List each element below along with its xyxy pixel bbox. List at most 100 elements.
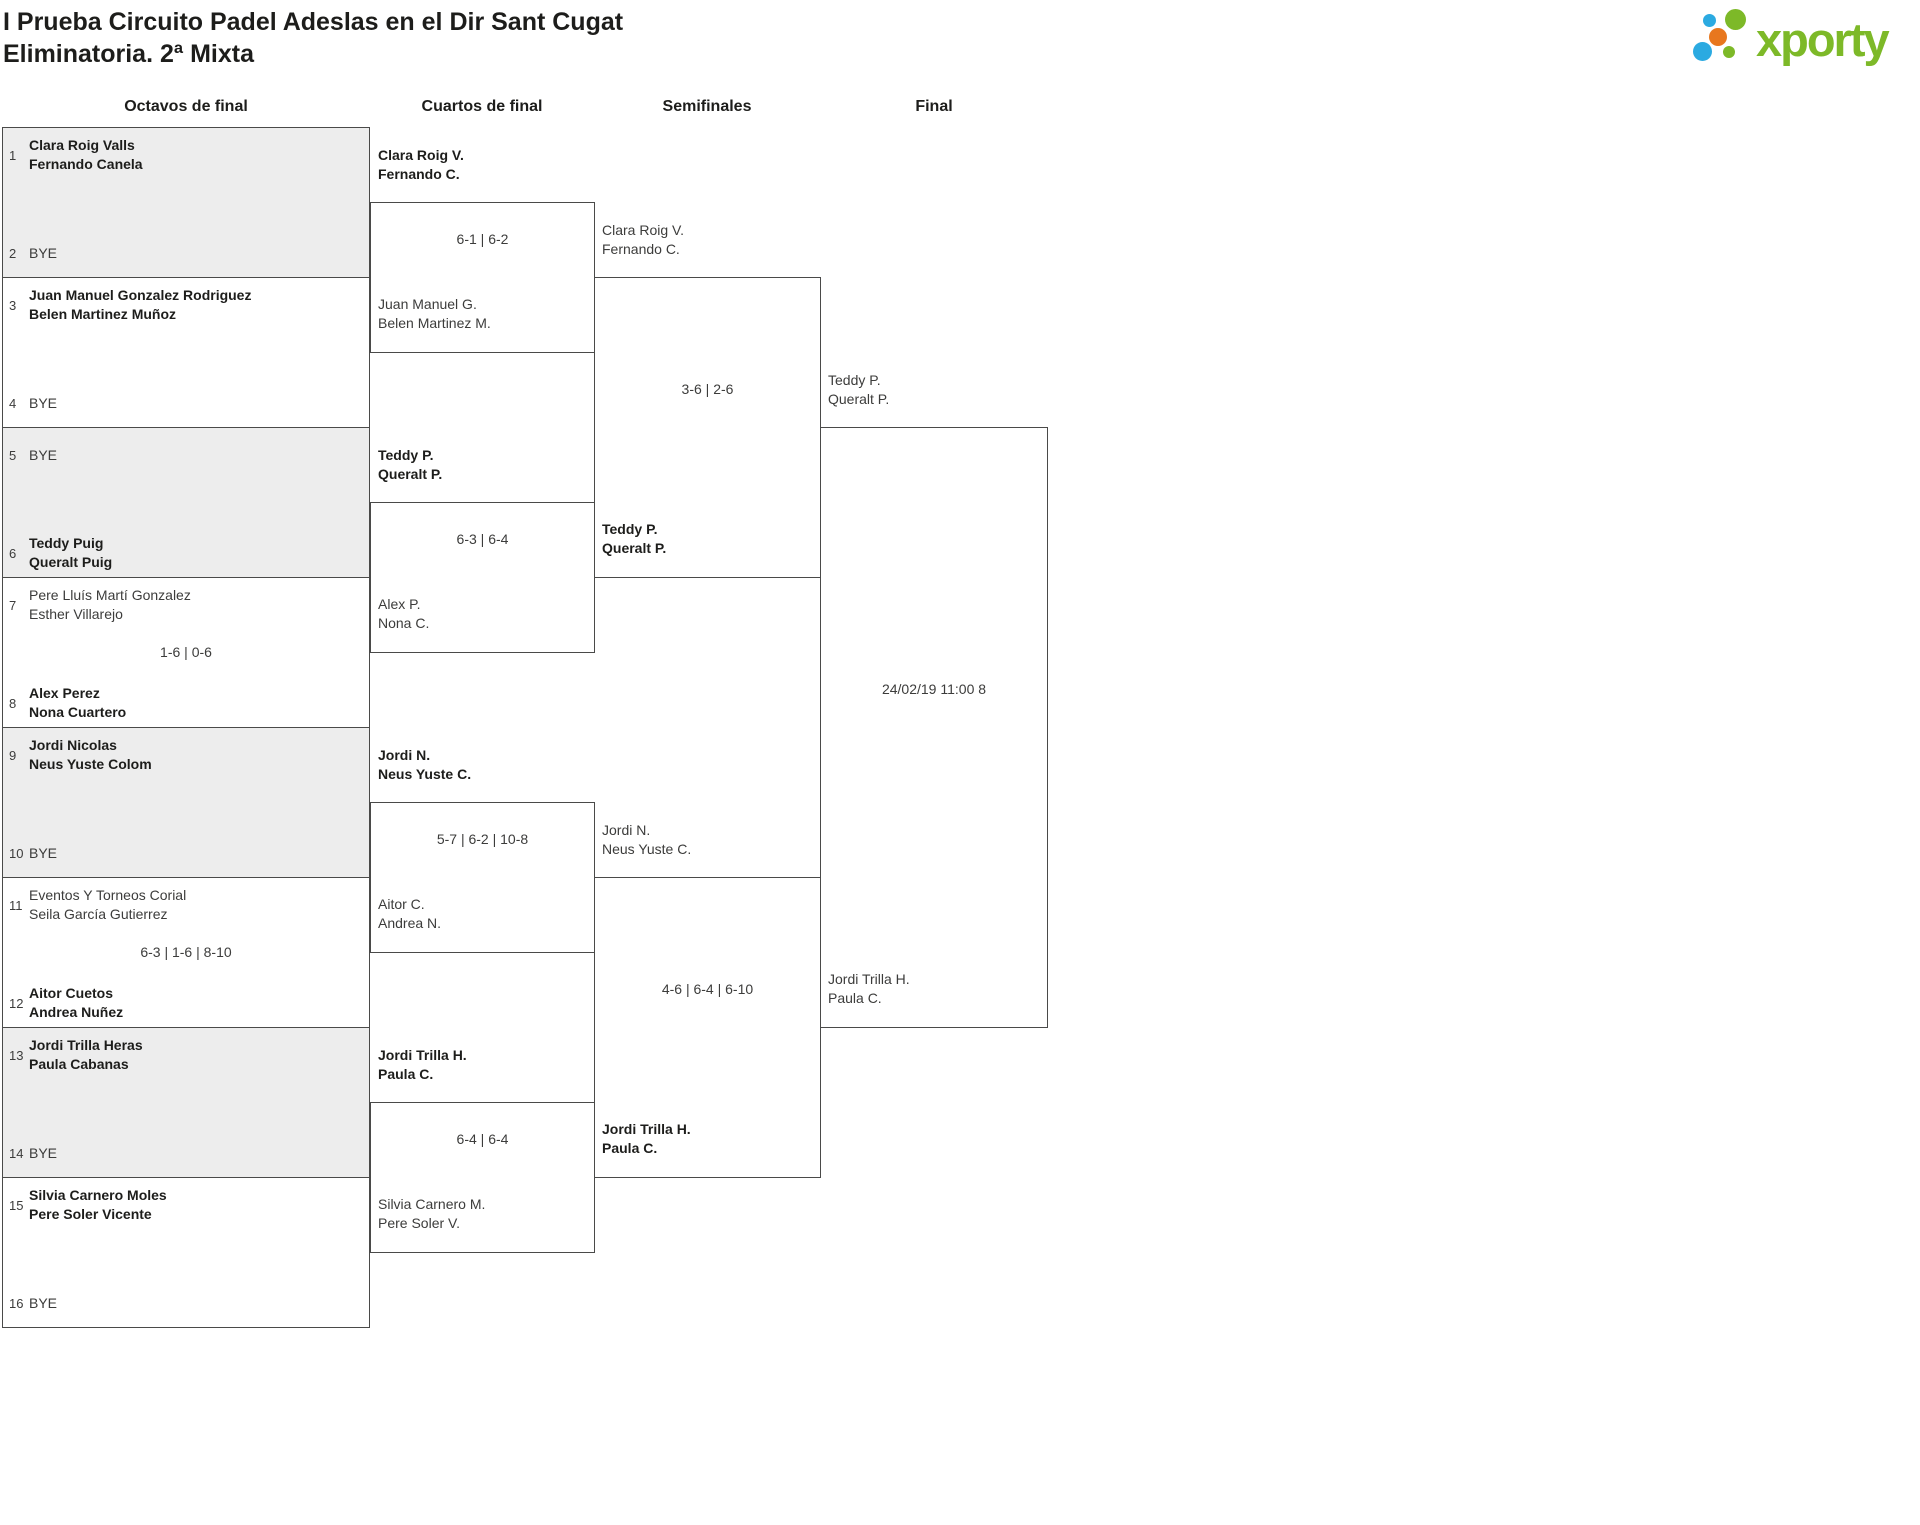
r16-slot-14: 14 BYE [3, 1131, 369, 1175]
qf4-participant-2: Silvia Carnero M. Pere Soler V. [378, 1195, 485, 1233]
team-name: Belen Martinez Muñoz [29, 306, 177, 322]
seed-number: 9 [9, 747, 17, 763]
match-score: 6-1 | 6-2 [456, 231, 509, 247]
team-name: Queralt P. [378, 466, 443, 482]
team-name: Andrea Nuñez [29, 1004, 124, 1020]
team-name: Clara Roig V. [378, 147, 464, 163]
r16-slot-10: 10 BYE [3, 831, 369, 875]
match-score: 6-3 | 6-4 [456, 531, 509, 547]
team-name: Jordi Trilla H. [602, 1121, 691, 1137]
team-name: Eventos Y Torneos Corial [29, 887, 187, 903]
qf2-participant-1: Teddy P. Queralt P. [378, 446, 442, 484]
qf1-participant-1: Clara Roig V. Fernando C. [378, 146, 464, 184]
team-name: Jordi N. [378, 747, 431, 763]
seed-number: 8 [9, 695, 17, 711]
team-name: Pere Soler Vicente [29, 1206, 152, 1222]
qf-match-2: Teddy P. Queralt P. 6-3 | 6-4 Alex P. No… [370, 447, 595, 653]
logo-dot-blue-small [1703, 14, 1716, 27]
logo-dot-green-small [1723, 46, 1735, 58]
team-name: Neus Yuste C. [378, 766, 472, 782]
team-name: Jordi Trilla H. [828, 971, 910, 987]
match-score: 4-6 | 6-4 | 6-10 [661, 981, 754, 997]
team-name: Belen Martinez M. [378, 315, 491, 331]
sf2-participant-1: Jordi N. Neus Yuste C. [602, 821, 691, 859]
seed-number: 7 [9, 597, 17, 613]
team-name: Alex Perez [29, 685, 100, 701]
team-name: Paula C. [378, 1066, 434, 1082]
team-name: BYE [29, 844, 58, 861]
team-name: Nona C. [378, 615, 430, 631]
team-name: Andrea N. [378, 915, 442, 931]
qf-match-1: Clara Roig V. Fernando C. 6-1 | 6-2 Juan… [370, 147, 595, 353]
page-title: I Prueba Circuito Padel Adeslas en el Di… [3, 8, 624, 36]
sf1-participant-2: Teddy P. Queralt P. [602, 520, 666, 558]
sf-match-2: Jordi N. Neus Yuste C. 4-6 | 6-4 | 6-10 … [594, 822, 821, 1178]
team-name: BYE [29, 1294, 58, 1311]
logo-wordmark: xporty [1756, 13, 1890, 66]
match-schedule: 24/02/19 11:00 8 [881, 681, 987, 697]
round-header-cuartos: Cuartos de final [421, 98, 543, 115]
qf-match-3: Jordi N. Neus Yuste C. 5-7 | 6-2 | 10-8 … [370, 747, 595, 953]
team-name: Neus Yuste Colom [29, 756, 152, 772]
team-name: Pere Lluís Martí Gonzalez [29, 587, 191, 603]
qf3-participant-1: Jordi N. Neus Yuste C. [378, 746, 471, 784]
qf1-participant-2: Juan Manuel G. Belen Martinez M. [378, 295, 491, 333]
team-name: Alex P. [378, 596, 421, 612]
r16-slot-16: 16 BYE [3, 1281, 369, 1325]
team-name: Teddy P. [378, 447, 434, 463]
team-name: Jordi Nicolas [29, 737, 117, 753]
seed-number: 14 [9, 1145, 24, 1161]
seed-number: 5 [9, 447, 17, 463]
r16-slot-4: 4 BYE [3, 381, 369, 425]
round-header-final: Final [915, 98, 953, 115]
team-name: Fernando C. [378, 166, 460, 182]
team-name: Clara Roig Valls [29, 137, 135, 153]
team-name: Jordi Trilla Heras [29, 1037, 143, 1053]
team-name: Teddy P. [602, 521, 658, 537]
seed-number: 6 [9, 545, 17, 561]
final-match: Teddy P. Queralt P. 24/02/19 11:00 8 Jor… [820, 372, 1048, 1028]
team-name: Pere Soler V. [378, 1215, 460, 1231]
team-name: Aitor Cuetos [29, 985, 113, 1001]
seed-number: 12 [9, 995, 24, 1011]
team-name: Teddy P. [828, 372, 881, 388]
team-name: BYE [29, 244, 58, 261]
team-name: Queralt P. [602, 540, 667, 556]
team-name: Aitor C. [378, 896, 425, 912]
match-score: 1-6 | 0-6 [160, 644, 212, 660]
team-name: Esther Villarejo [29, 606, 123, 622]
team-name: BYE [29, 446, 58, 463]
team-name: Juan Manuel G. [378, 296, 477, 312]
team-name: Jordi N. [602, 822, 651, 838]
team-name: Paula C. [602, 1140, 658, 1156]
team-name: Fernando Canela [29, 156, 143, 172]
team-name: Silvia Carnero M. [378, 1196, 486, 1212]
qf-match-4: Jordi Trilla H. Paula C. 6-4 | 6-4 Silvi… [370, 1047, 595, 1253]
xporty-logo: xporty [1690, 2, 1918, 80]
page-header: I Prueba Circuito Padel Adeslas en el Di… [3, 6, 623, 70]
round-header-octavos: Octavos de final [124, 98, 248, 115]
team-name: Fernando C. [602, 241, 680, 257]
page-subtitle: Eliminatoria. 2ª Mixta [3, 40, 254, 68]
team-name: Teddy Puig [29, 535, 104, 551]
team-name: BYE [29, 1144, 58, 1161]
r16-slot-2: 2 BYE [3, 231, 369, 275]
team-name: Paula Cabanas [29, 1056, 129, 1072]
team-name: Clara Roig V. [602, 222, 684, 238]
seed-number: 15 [9, 1197, 24, 1213]
final-participant-2: Jordi Trilla H. Paula C. [828, 970, 910, 1008]
match-score: 3-6 | 2-6 [681, 381, 734, 397]
